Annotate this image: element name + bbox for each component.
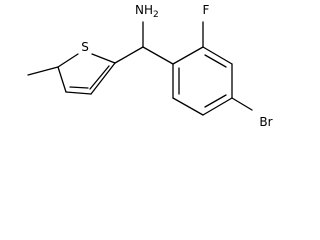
bond-thiophene-methyl [27, 66, 59, 76]
bond-benzene-c4-c5 [202, 97, 233, 116]
bromine-label: Br [259, 115, 272, 129]
chemical-structure-diagram: NH2 S F Br [27, 3, 273, 129]
bond-thiophene-c4-c3 [65, 91, 92, 95]
amine-label-main: NH [135, 3, 153, 17]
bond-ch-thiophene [114, 46, 144, 64]
bond-benzene-bromine [231, 97, 253, 111]
atom-labels: NH2 S F Br [81, 3, 272, 129]
bond-benzene-c5-c6 [172, 97, 204, 116]
bond-benzene-c1-c2 [172, 46, 204, 65]
bond-benzene-c2-c3-inner [204, 54, 227, 68]
bond-thiophene-c5-c4 [57, 66, 67, 93]
amine-label-subscript: 2 [153, 10, 159, 20]
bond-benzene-c4-c5-inner [204, 94, 227, 108]
bond-thiophene-c4-c3-inner [69, 86, 89, 89]
bond-benzene-c2-c3 [202, 46, 233, 65]
bonds [27, 21, 253, 116]
bond-thiophene-c2-s [91, 53, 116, 64]
fluorine-label: F [203, 3, 210, 17]
sulfur-label: S [81, 40, 89, 54]
bond-thiophene-c3-c2 [90, 62, 116, 95]
bond-thiophene-s-c5 [57, 53, 79, 68]
bond-thiophene-c2-c3-inner [89, 65, 110, 90]
amine-label: NH2 [135, 3, 159, 20]
bond-ch-benzene [142, 46, 174, 65]
